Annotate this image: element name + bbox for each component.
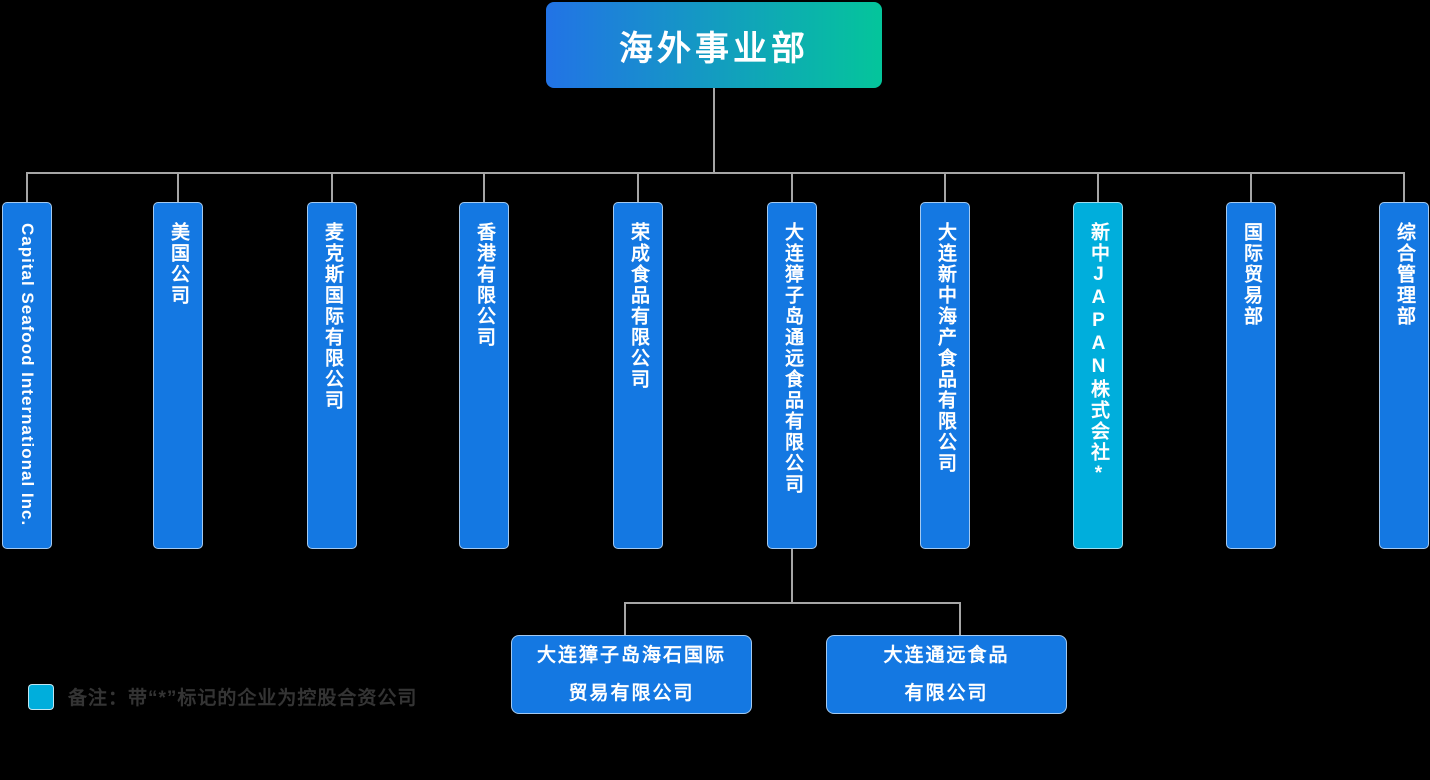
org-node-international-trade-dept: 国际贸易部 (1226, 202, 1276, 549)
org-node-hongkong-company: 香港有限公司 (459, 202, 509, 549)
org-node-label: Capital Seafood International Inc. (18, 223, 37, 527)
org-node-label: 香港有限公司 (474, 222, 495, 348)
connector-trunk (26, 172, 1405, 174)
org-node-label: 大连獐子岛通远食品有限公司 (782, 222, 803, 495)
connector-sub-trunk (624, 602, 961, 604)
org-node-rongcheng-food: 荣成食品有限公司 (613, 202, 663, 549)
connector-drop-5 (637, 172, 639, 203)
teal-square-icon (28, 683, 54, 710)
connector-drop-2 (177, 172, 179, 203)
org-node-label: 新中JAPAN株式会社* (1088, 222, 1109, 486)
root-node-label: 海外事业部 (619, 29, 809, 68)
org-node-label: 综合管理部 (1394, 222, 1415, 327)
org-node-dalian-xinzhong-seafood: 大连新中海产食品有限公司 (920, 202, 970, 549)
org-node-label-line1: 大连獐子岛海石国际 (536, 644, 726, 666)
connector-drop-3 (331, 172, 333, 203)
org-node-capital-seafood-international: Capital Seafood International Inc. (2, 202, 52, 549)
legend: 备注：带“*”标记的企业为控股合资公司 (28, 683, 417, 710)
org-node-label: 大连新中海产食品有限公司 (935, 222, 956, 474)
connector-sub-drop-left (624, 602, 626, 635)
org-node-dalian-tongyuan-food: 大连通远食品 有限公司 (826, 635, 1067, 714)
legend-note: 备注：带“*”标记的企业为控股合资公司 (68, 688, 418, 709)
connector-drop-6 (791, 172, 793, 203)
connector-drop-9 (1250, 172, 1252, 203)
org-node-us-company: 美国公司 (153, 202, 203, 549)
org-node-xinzhong-japan: 新中JAPAN株式会社* (1073, 202, 1123, 549)
connector-drop-1 (26, 172, 28, 203)
connector-drop-8 (1097, 172, 1099, 203)
connector-sub-stem (791, 549, 793, 603)
org-node-dalian-zhangzidao-haishi-intl-trade: 大连獐子岛海石国际 贸易有限公司 (511, 635, 752, 714)
connector-drop-4 (483, 172, 485, 203)
org-node-label-line2: 有限公司 (904, 682, 989, 704)
connector-root-stem (713, 88, 715, 173)
org-node-general-management-dept: 综合管理部 (1379, 202, 1429, 549)
org-node-label: 国际贸易部 (1241, 222, 1262, 327)
org-node-label: 荣成食品有限公司 (628, 222, 649, 390)
org-node-label: 美国公司 (168, 222, 189, 306)
connector-drop-7 (944, 172, 946, 203)
connector-sub-drop-right (959, 602, 961, 635)
org-node-label-line1: 大连通远食品 (883, 644, 1010, 666)
org-node-max-international: 麦克斯国际有限公司 (307, 202, 357, 549)
org-node-label: 麦克斯国际有限公司 (322, 222, 343, 411)
org-node-dalian-zhangzidao-tongyuan-food: 大连獐子岛通远食品有限公司 (767, 202, 817, 549)
root-node-overseas-division: 海外事业部 (546, 2, 882, 88)
connector-drop-10 (1403, 172, 1405, 203)
org-node-label-line2: 贸易有限公司 (568, 682, 695, 704)
